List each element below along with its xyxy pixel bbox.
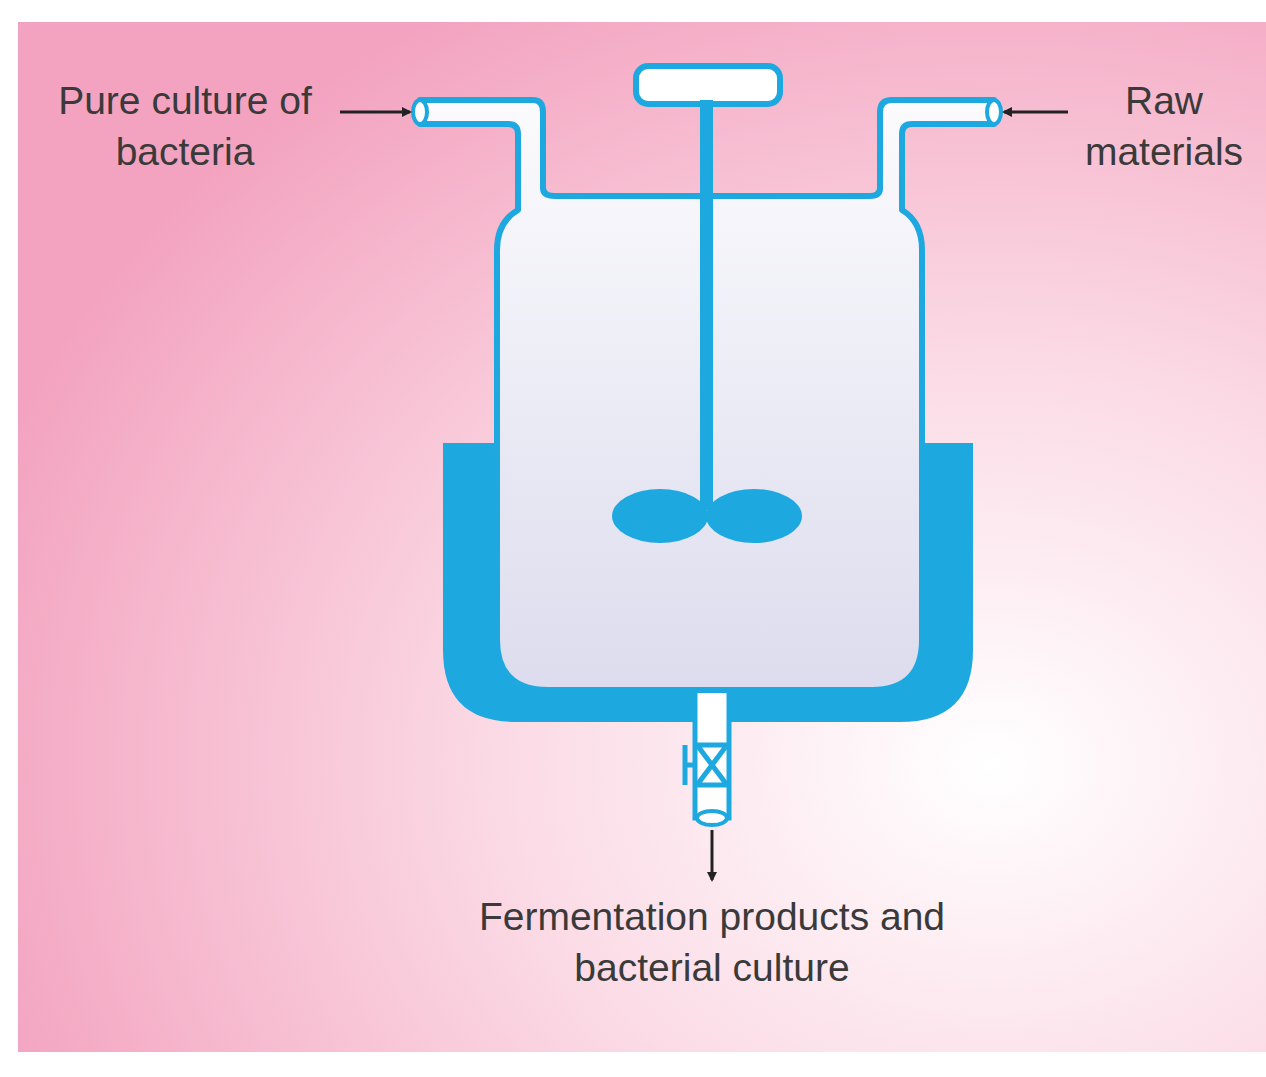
leader-arrow <box>711 830 714 880</box>
valve <box>685 745 727 785</box>
inlet-label: Raw materials <box>1066 76 1262 177</box>
background <box>18 22 1266 1052</box>
impeller-blade <box>612 489 708 543</box>
inlet-opening <box>413 100 427 124</box>
outlet-pipe <box>695 690 729 818</box>
leader-arrow <box>1004 111 1068 114</box>
leader-arrow <box>340 111 410 114</box>
fermenter-vessel <box>420 100 994 690</box>
outlet-label: Fermentation products and bacterial cult… <box>452 892 972 993</box>
outlet-opening <box>697 811 727 825</box>
inlet-label: Pure culture of bacteria <box>40 76 330 177</box>
impeller-blade <box>706 489 802 543</box>
inlet-opening <box>987 100 1001 124</box>
stirrer-handle <box>636 66 780 104</box>
stirrer-shaft <box>700 100 713 510</box>
